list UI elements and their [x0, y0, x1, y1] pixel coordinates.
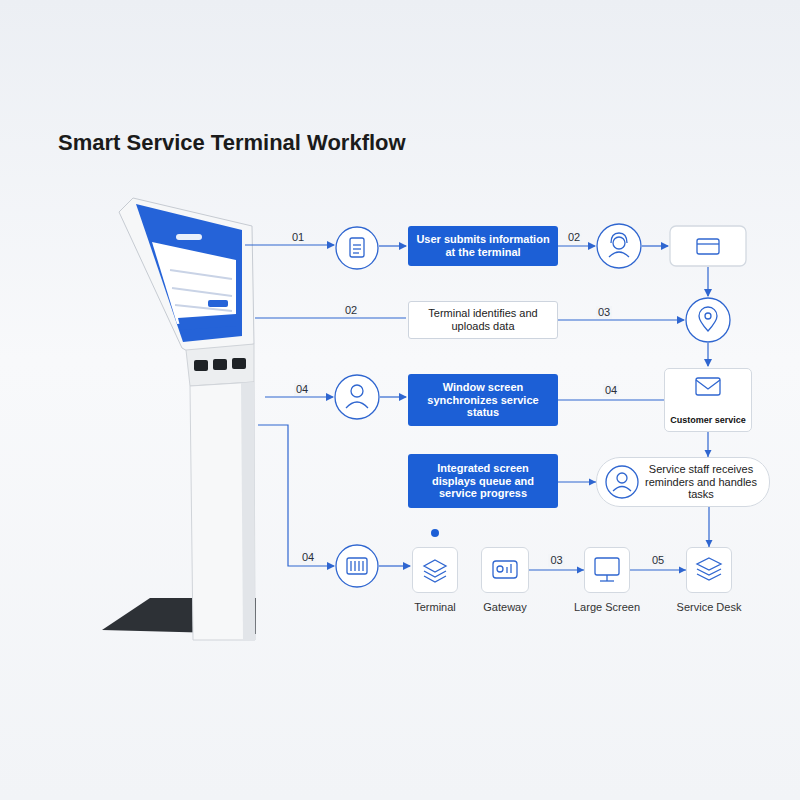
- edge-label: 04: [603, 384, 619, 397]
- node-text: Terminal: [414, 601, 456, 613]
- kiosk: [102, 198, 256, 640]
- connector-line: [529, 569, 584, 570]
- callout-number: 02: [566, 231, 582, 244]
- icons: [335, 224, 770, 593]
- edge-label: 05: [650, 554, 666, 567]
- node-text: Service staff receives reminders and han…: [643, 463, 759, 501]
- callout-number: 04: [300, 551, 316, 564]
- callout-number: 04: [294, 383, 310, 396]
- node-text: Terminal identifies and uploads data: [415, 307, 551, 332]
- process-box: Terminal identifies and uploads data: [408, 301, 558, 339]
- arrowhead: [706, 540, 713, 547]
- node-text: Customer service: [670, 415, 746, 425]
- connector-line: [630, 569, 686, 570]
- connector: [705, 432, 712, 457]
- icon-box: Service Desk: [686, 547, 732, 593]
- process-box: User submits information at the terminal: [408, 226, 558, 266]
- arrowhead: [705, 450, 712, 457]
- node-text: Large Screen: [574, 601, 640, 613]
- arrowhead: [577, 567, 584, 574]
- node-text: Integrated screen displays queue and ser…: [414, 462, 552, 500]
- process-box: Window screen synchronizes service statu…: [408, 374, 558, 426]
- connector: [558, 400, 664, 401]
- connector: [706, 507, 713, 547]
- service-box: Customer service: [664, 368, 752, 432]
- arrowhead: [679, 567, 686, 574]
- connector: [558, 479, 596, 486]
- callout-number: 01: [290, 231, 306, 244]
- dot: [431, 529, 439, 537]
- callout-number: 02: [343, 304, 359, 317]
- leader-lines: [245, 245, 708, 566]
- node-text: Window screen synchronizes service statu…: [414, 381, 552, 419]
- connector: [630, 567, 686, 574]
- connector: [529, 567, 584, 574]
- callout-number: 03: [596, 306, 612, 319]
- arrowhead: [589, 479, 596, 486]
- node-text: Gateway: [483, 601, 526, 613]
- icon-box: Terminal: [412, 547, 458, 593]
- process-box: Integrated screen displays queue and ser…: [408, 454, 558, 508]
- staff-box: Service staff receives reminders and han…: [596, 457, 770, 507]
- node-text: User submits information at the terminal: [414, 233, 552, 258]
- icon-box: Gateway: [481, 547, 529, 593]
- title: Smart Service Terminal Workflow: [58, 130, 406, 156]
- node-text: Service Desk: [677, 601, 742, 613]
- icon-box: Large Screen: [584, 547, 630, 593]
- edge-label: 03: [548, 554, 564, 567]
- connector-line: [558, 399, 664, 400]
